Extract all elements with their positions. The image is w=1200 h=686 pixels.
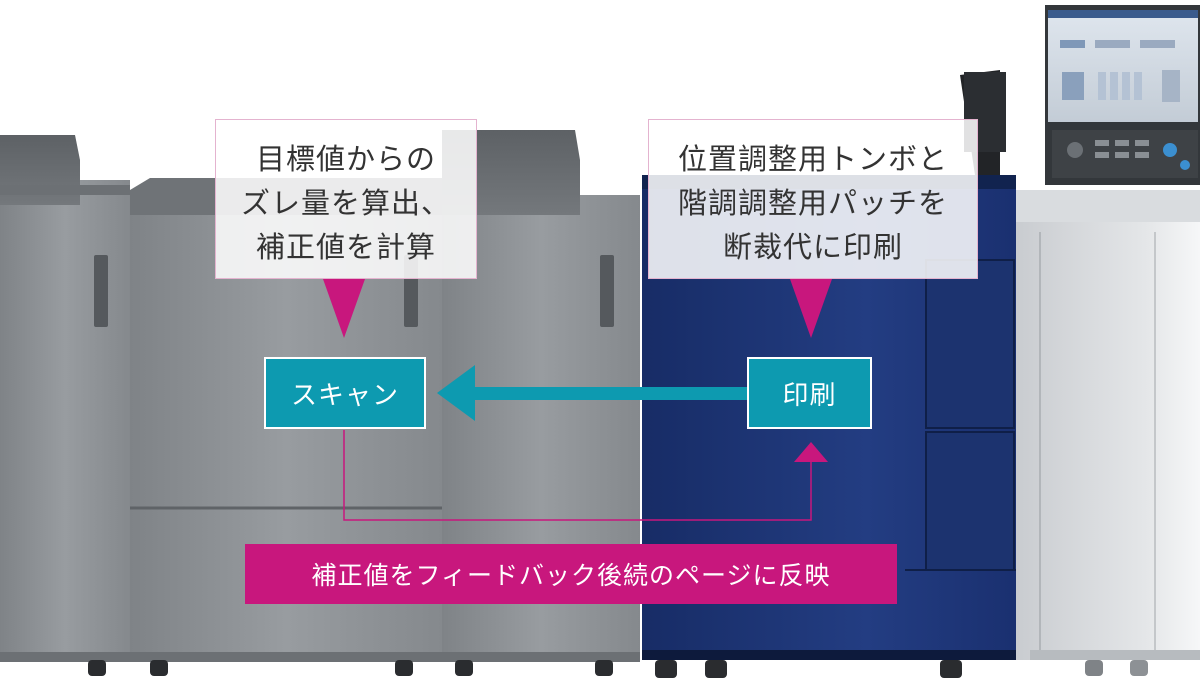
- control-panel: [1045, 5, 1200, 185]
- left-callout-box: 目標値からの ズレ量を算出、 補正値を計算: [215, 119, 477, 279]
- print-to-scan-arrow-shaft: [458, 387, 750, 400]
- right-callout-box: 位置調整用トンボと 階調調整用パッチを 断裁代に印刷: [648, 119, 978, 279]
- flow-arrows: [323, 279, 832, 521]
- right-callout-line-2: 階調調整用パッチを: [677, 186, 948, 220]
- print-to-scan-arrowhead: [437, 365, 475, 421]
- step-print-box: 印刷: [747, 357, 872, 429]
- left-gray-unit: [0, 135, 130, 662]
- feedback-banner: 補正値をフィードバック後続のページに反映: [245, 544, 897, 604]
- step-scan-box: スキャン: [264, 357, 426, 429]
- feedback-loop-line: [343, 430, 812, 521]
- left-callout-pointer: [323, 279, 365, 338]
- left-callout-line-1: 目標値からの: [255, 142, 436, 176]
- right-callout-line-1: 位置調整用トンボと: [677, 142, 948, 176]
- right-callout-pointer: [790, 279, 832, 338]
- feedback-banner-label: 補正値をフィードバック後続のページに反映: [311, 561, 831, 590]
- output-tray: [960, 70, 1006, 175]
- step-scan-label: スキャン: [290, 380, 399, 411]
- left-callout-line-3: 補正値を計算: [255, 230, 436, 264]
- feedback-loop-arrowhead: [794, 442, 828, 462]
- step-print-label: 印刷: [782, 380, 837, 411]
- left-callout-line-2: ズレ量を算出、: [240, 186, 451, 220]
- right-callout-line-3: 断裁代に印刷: [722, 230, 903, 264]
- casters: [88, 660, 1148, 678]
- right-light-unit: [1016, 190, 1200, 660]
